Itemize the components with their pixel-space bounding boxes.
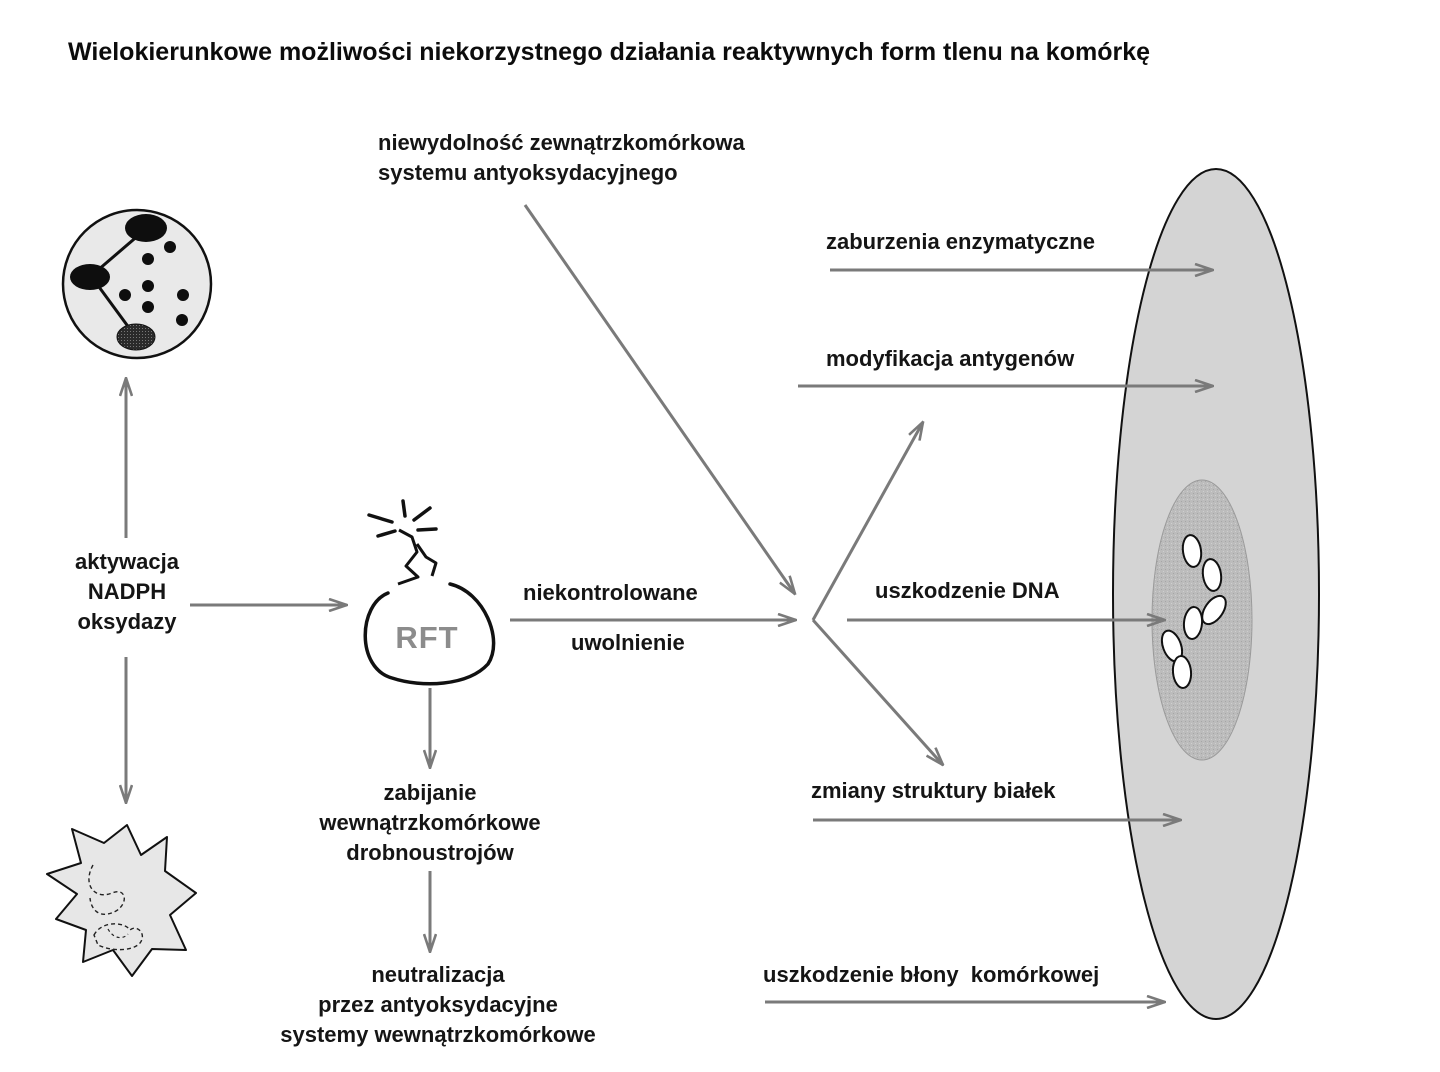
arrow-fork-down xyxy=(811,618,943,765)
spark-icon xyxy=(367,499,438,538)
label-line: neutralizacja xyxy=(371,962,505,987)
label-intracellular-killing: zabijanie wewnątrzkomórkowe drobnoustroj… xyxy=(280,778,580,868)
label-line: niewydolność zewnątrzkomórkowa xyxy=(378,130,745,155)
label-line: zabijanie xyxy=(383,780,477,805)
arrows-group xyxy=(126,204,1213,1002)
chromosome-group xyxy=(1160,534,1227,689)
arrow-extracellular-failure xyxy=(523,204,795,594)
target-cell xyxy=(1112,168,1320,1020)
label-enzyme-disorders: zaburzenia enzymatyczne xyxy=(826,229,1095,254)
page-title: Wielokierunkowe możliwości niekorzystneg… xyxy=(68,38,1151,66)
label-release: uwolnienie xyxy=(571,630,685,655)
label-nadph-activation: aktywacja NADPH oksydazy xyxy=(52,547,202,637)
label-dna-damage: uszkodzenie DNA xyxy=(875,578,1060,603)
label-neutralization: neutralizacja przez antyoksydacyjne syst… xyxy=(238,960,638,1050)
label-uncontrolled: niekontrolowane xyxy=(523,580,698,605)
label-line: wewnątrzkomórkowe xyxy=(319,810,541,835)
label-line: systemu antyoksydacyjnego xyxy=(378,160,678,185)
label-extracellular-failure: niewydolność zewnątrzkomórkowa systemu a… xyxy=(378,128,745,188)
label-line: NADPH xyxy=(87,579,167,604)
label-rft: RFT xyxy=(395,620,459,655)
label-protein-structure: zmiany struktury białek xyxy=(811,778,1056,803)
label-line: systemy wewnątrzkomórkowe xyxy=(280,1022,596,1047)
arrow-fork-up xyxy=(811,422,923,621)
label-line: przez antyoksydacyjne xyxy=(318,992,558,1017)
phagocyte-icon xyxy=(61,208,213,360)
rft-bomb-icon xyxy=(363,499,496,686)
label-line: oksydazy xyxy=(77,609,177,634)
label-antigen-modification: modyfikacja antygenów xyxy=(826,346,1075,371)
amoeboid-cell-icon xyxy=(46,824,197,977)
label-line: drobnoustrojów xyxy=(346,840,514,865)
label-membrane-damage: uszkodzenie błony komórkowej xyxy=(763,962,1100,987)
label-line: aktywacja xyxy=(75,549,179,574)
